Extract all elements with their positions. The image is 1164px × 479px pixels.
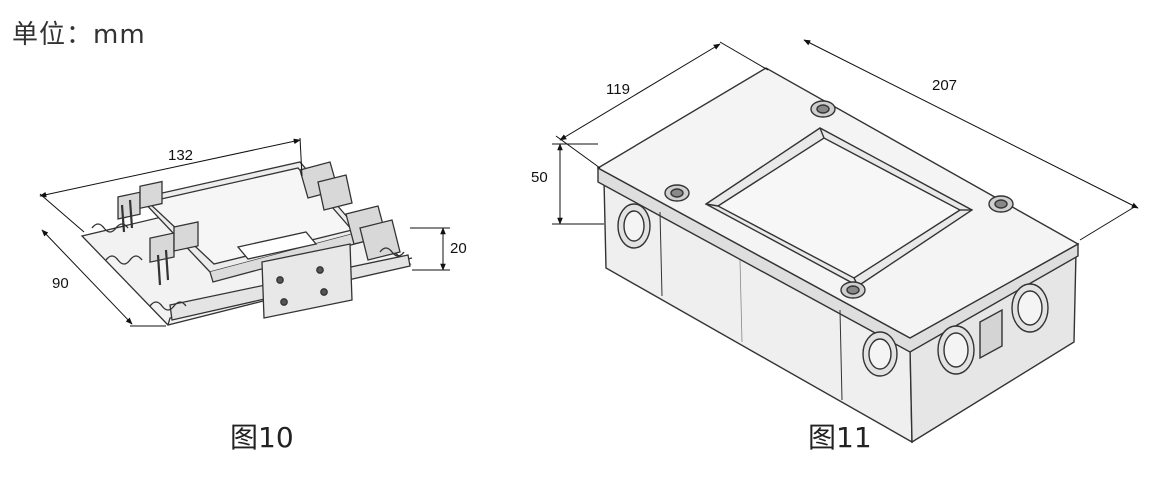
fig11-dim-width: 119 [606,81,630,98]
figure-11-caption: 图11 [808,421,872,454]
fig11-dim-length: 207 [932,77,957,94]
unit-label: 单位：mm [12,20,146,50]
fig11-dimensions [552,39,1139,241]
fig10-right-terminals [299,161,401,261]
figure-10-caption: 图10 [230,421,294,454]
fig11-dim-height: 50 [531,169,548,186]
fig10-dimensions [39,137,450,327]
fig10-dim-height: 20 [450,240,467,257]
fig10-dim-width: 90 [52,275,69,292]
fig10-dim-length: 132 [168,147,193,164]
figure-10-drawing [80,161,413,326]
fig11-knockouts [617,203,1049,377]
figure-11-drawing [596,67,1080,444]
